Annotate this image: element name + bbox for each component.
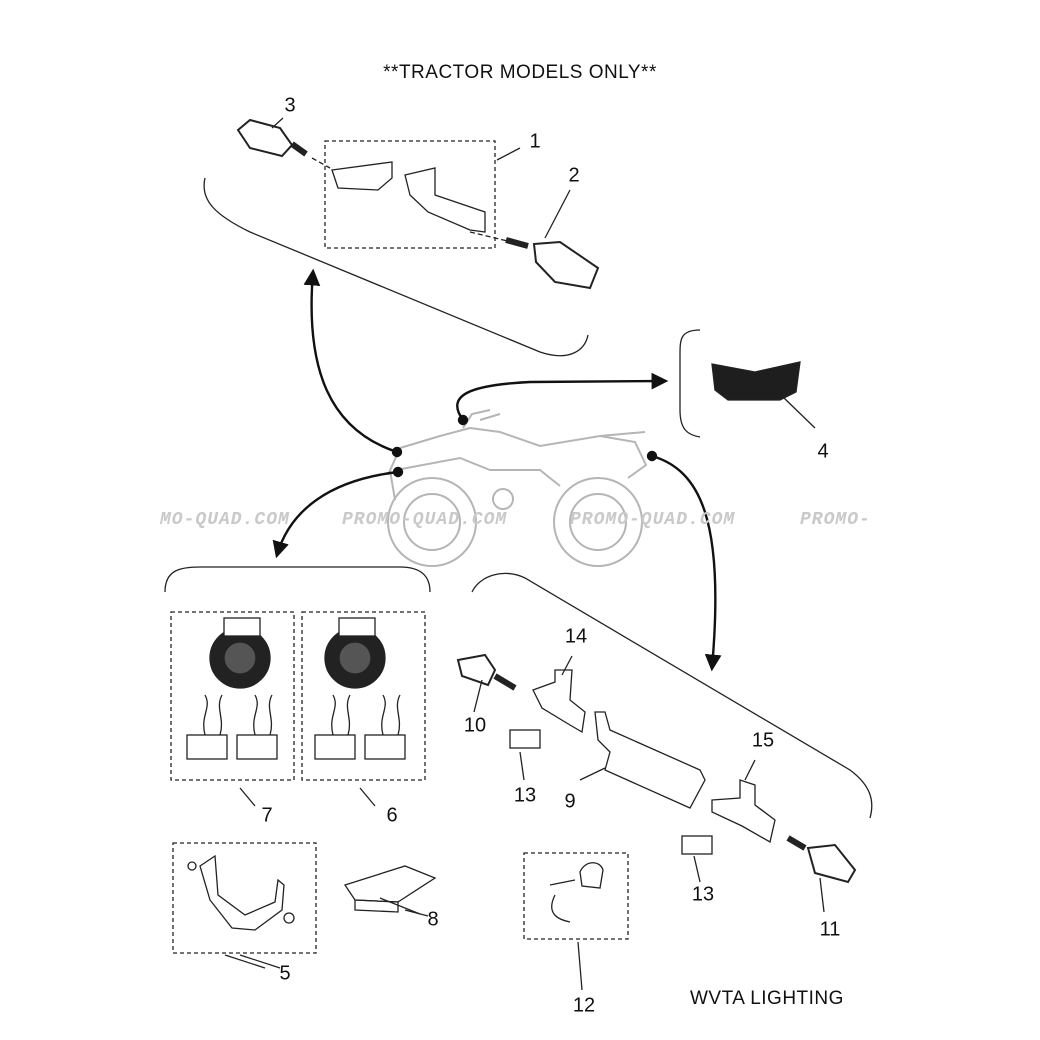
watermark-3: PROMO-QUAD.COM — [570, 510, 736, 530]
callout-5: 5 — [279, 962, 291, 985]
diagram-title: **TRACTOR MODELS ONLY** — [383, 62, 657, 83]
rear-panel-group — [679, 329, 816, 438]
callout-3: 3 — [284, 94, 296, 117]
callout-6: 6 — [386, 804, 398, 827]
bracket-and-module — [172, 842, 437, 969]
watermark-1: MO-QUAD.COM — [160, 510, 290, 530]
callout-14: 14 — [564, 625, 588, 648]
callout-13-left: 13 — [513, 784, 537, 807]
front-indicator-assembly — [203, 117, 600, 357]
callout-2: 2 — [568, 164, 580, 187]
watermark-2: PROMO-QUAD.COM — [342, 510, 508, 530]
callout-11: 11 — [819, 918, 841, 941]
callout-arrows — [272, 268, 722, 672]
callout-9: 9 — [564, 790, 576, 813]
callout-12: 12 — [572, 994, 596, 1017]
callout-7: 7 — [261, 804, 273, 827]
watermark-4: PROMO- — [800, 510, 871, 530]
callout-10: 10 — [463, 714, 487, 737]
atv-outline — [387, 409, 648, 567]
headlight-kits — [164, 566, 431, 807]
rear-indicator-assembly — [456, 572, 873, 991]
diagram-footer-label: WVTA LIGHTING — [690, 988, 844, 1009]
callout-8: 8 — [427, 908, 439, 931]
leader-lines — [239, 909, 429, 969]
callout-13-right: 13 — [691, 883, 715, 906]
callout-1: 1 — [529, 130, 541, 153]
callout-15: 15 — [751, 729, 775, 752]
callout-4: 4 — [817, 440, 829, 463]
